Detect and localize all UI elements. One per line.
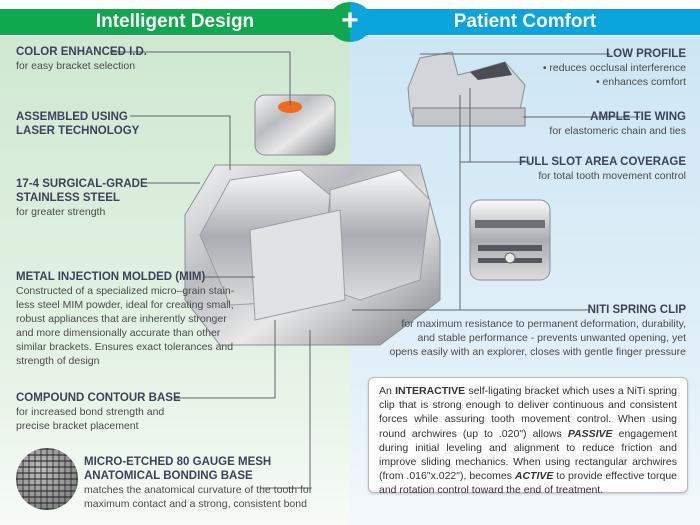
feature-title: COMPOUND CONTOUR BASE [16,392,181,404]
main-bracket-image [184,94,441,346]
feature-low-profile: LOW PROFILE • reduces occlusal interfere… [543,47,686,89]
feature-niti-clip: NITI SPRING CLIP for maximum resistance … [390,303,687,359]
feature-steel: 17-4 SURGICAL-GRADE STAINLESS STEEL for … [16,177,148,219]
feature-title: STAINLESS STEEL [16,192,120,204]
feature-desc: similar brackets. Ensures exact toleranc… [16,341,234,353]
intelligent-design-header: Intelligent Design [0,9,350,35]
plus-icon: + [328,2,372,42]
feature-title: ANATOMICAL BONDING BASE [84,470,253,482]
feature-title: FULL SLOT AREA COVERAGE [519,156,686,168]
feature-contour-base: COMPOUND CONTOUR BASE for increased bond… [16,391,181,433]
feature-title: ASSEMBLED USING [16,111,128,123]
interactive-description-box: An INTERACTIVE self-ligating bracket whi… [368,377,688,496]
feature-desc: precise bracket placement [16,420,139,432]
feature-desc: for increased bond strength and [16,406,165,418]
feature-mesh-base: MICRO-ETCHED 80 GAUGE MESH ANATOMICAL BO… [84,455,312,511]
feature-desc: • reduces occlusal interference [542,62,686,74]
feature-color-id: COLOR ENHANCED I.D. for easy bracket sel… [16,45,147,73]
feature-desc: and stable performance - prevents unwant… [417,332,686,344]
feature-title: AMPLE TIE WING [590,111,686,123]
feature-title: LASER TECHNOLOGY [16,125,140,137]
feature-title: NITI SPRING CLIP [587,304,686,316]
front-bracket-image [469,199,551,281]
feature-desc: for greater strength [16,206,106,218]
color-id-dot [278,101,302,113]
feature-desc: • enhances comfort [595,76,686,88]
feature-desc: for easy bracket selection [16,60,136,72]
leader-lines [110,51,640,489]
description-text: An INTERACTIVE self-ligating bracket whi… [379,385,678,497]
feature-desc: less steel MIM powder, ideal for creatin… [16,299,234,311]
feature-title: LOW PROFILE [606,48,686,60]
feature-desc: for total tooth movement control [538,170,686,182]
feature-slot-coverage: FULL SLOT AREA COVERAGE for total tooth … [519,155,686,183]
feature-desc: robust appliances that are inherently st… [16,313,227,325]
feature-desc: matches the anatomical curvature of the … [84,484,313,496]
feature-laser: ASSEMBLED USING LASER TECHNOLOGY [16,110,139,138]
feature-desc: and more dimensionally accurate than oth… [16,327,221,339]
feature-desc: maximum contact and a strong, consistent… [84,498,307,510]
feature-tie-wing: AMPLE TIE WING for elastomeric chain and… [549,110,686,138]
feature-desc: strength of design [16,355,100,367]
feature-desc: opens easily with an explorer, closes wi… [389,346,687,358]
feature-title: METAL INJECTION MOLDED (MIM) [16,271,206,283]
feature-title: 17-4 SURGICAL-GRADE [16,178,148,190]
feature-mim: METAL INJECTION MOLDED (MIM) Constructed… [16,270,234,368]
feature-title: COLOR ENHANCED I.D. [16,46,147,58]
side-bracket-image [407,51,527,127]
patient-comfort-header: Patient Comfort [350,9,700,35]
mesh-base-image [16,448,78,510]
feature-desc: for maximum resistance to permanent defo… [401,318,686,330]
feature-desc: Constructed of a specialized micro–grain… [16,285,235,297]
feature-desc: for elastomeric chain and ties [549,125,686,137]
feature-title: MICRO-ETCHED 80 GAUGE MESH [84,456,272,468]
